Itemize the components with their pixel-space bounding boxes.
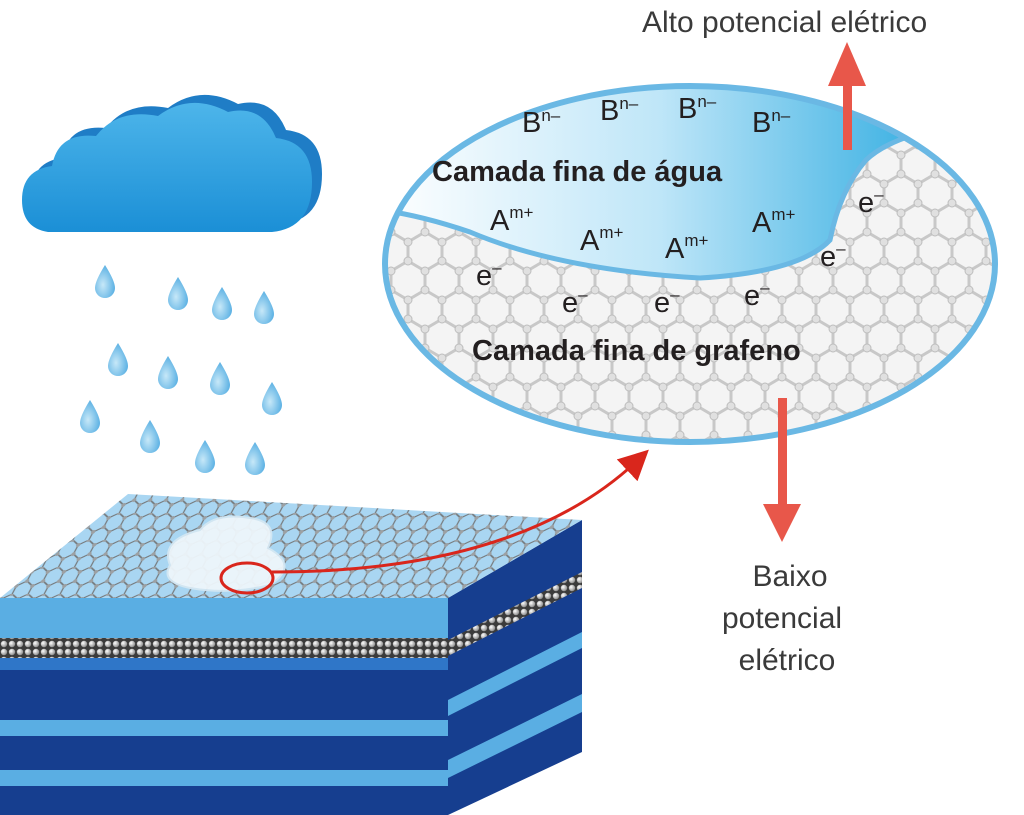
graphene-substrate-block	[0, 494, 582, 815]
cation-label: Am+	[490, 203, 534, 237]
raindrop-icon	[168, 277, 188, 310]
low-potential-label-line-2: potencial	[722, 602, 842, 635]
cation-label: Am+	[580, 223, 624, 257]
anion-labels: Bn– Bn– Bn– Bn–	[522, 92, 791, 139]
raindrop-icon	[95, 265, 115, 298]
anion-label: Bn–	[600, 94, 639, 127]
anion-label: Bn–	[752, 106, 791, 139]
anion-label: Bn–	[678, 92, 717, 125]
raindrop-icon	[210, 362, 230, 395]
arrow-down-icon	[763, 398, 801, 542]
raindrop-icon	[262, 382, 282, 415]
raindrop-icon	[140, 420, 160, 453]
raindrop-icon	[158, 356, 178, 389]
raindrop-icon	[108, 343, 128, 376]
rain-cloud-icon	[22, 94, 322, 232]
raindrops	[80, 265, 282, 475]
high-potential-label: Alto potencial elétrico	[642, 6, 927, 39]
raindrop-icon	[212, 287, 232, 320]
raindrop-icon	[80, 400, 100, 433]
electron-labels: e– e– e– e– e– e–	[476, 185, 884, 319]
electron-label: e–	[654, 285, 680, 319]
electron-label: e–	[858, 185, 884, 219]
arrow-up-icon	[828, 42, 866, 150]
raindrop-icon	[245, 442, 265, 475]
raindrop-icon	[195, 440, 215, 473]
electron-label: e–	[744, 278, 770, 312]
zoom-callout-ring	[219, 561, 275, 595]
cation-label: Am+	[665, 231, 709, 265]
raindrop-icon	[254, 291, 274, 324]
graphene-layer-label: Camada fina de grafeno	[472, 335, 801, 367]
low-potential-label-line-1: Baixo	[752, 560, 827, 593]
anion-label: Bn–	[522, 106, 561, 139]
cation-label: Am+	[752, 205, 796, 239]
electron-label: e–	[476, 258, 502, 292]
electron-label: e–	[562, 285, 588, 319]
water-droplet-puddle	[166, 515, 286, 592]
water-layer-label: Camada fina de água	[432, 156, 723, 188]
magnified-interface-oval	[382, 83, 998, 445]
low-potential-label-line-3: elétrico	[739, 644, 836, 677]
zoom-connector-arrow	[271, 449, 649, 574]
cation-labels: Am+ Am+ Am+ Am+	[490, 203, 796, 265]
electron-label: e–	[820, 239, 846, 273]
